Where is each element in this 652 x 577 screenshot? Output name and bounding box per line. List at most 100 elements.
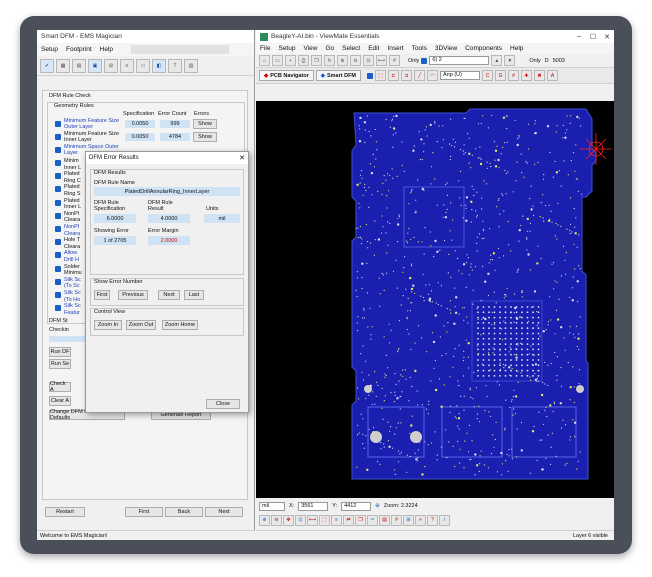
rule-name[interactable]: Plated	[64, 171, 80, 178]
menu-setup[interactable]: Setup	[278, 45, 296, 52]
component-icon[interactable]: ⊐	[401, 70, 413, 81]
menu-view[interactable]: View	[303, 45, 318, 52]
rule-checkbox[interactable]	[55, 226, 61, 232]
nav-first-button[interactable]: First	[94, 290, 110, 300]
rule-checkbox[interactable]	[55, 278, 61, 285]
rule-name[interactable]: NonPl	[64, 210, 79, 217]
rule-checkbox[interactable]	[55, 160, 61, 166]
nav-last-button[interactable]: Last	[184, 290, 204, 300]
dfm-tool-icon[interactable]: ◧	[152, 58, 166, 73]
menu-footprint[interactable]: Footprint	[66, 46, 92, 53]
first-button[interactable]: First	[125, 507, 163, 517]
copy-icon[interactable]: ❐	[311, 55, 322, 66]
zoom-icon[interactable]: ⊕	[337, 55, 348, 66]
rule-name[interactable]: (To Ho	[64, 296, 81, 303]
rule-checkbox[interactable]	[55, 134, 61, 140]
minimize-icon[interactable]: –	[577, 32, 581, 40]
copy-icon[interactable]: ❐	[355, 514, 366, 526]
menu-setup[interactable]: Setup	[41, 46, 58, 53]
pan-icon[interactable]: ✥	[283, 514, 294, 526]
g-icon[interactable]: G	[495, 70, 507, 81]
panel-tool-icon[interactable]: ▭	[136, 58, 150, 73]
board-tool-icon[interactable]: ▤	[72, 58, 86, 73]
close-icon[interactable]: ✕	[604, 33, 610, 41]
rule-checkbox[interactable]	[55, 212, 61, 219]
rule-name[interactable]: Plated	[64, 197, 80, 204]
zoom-out-button[interactable]: Zoom Out	[126, 320, 156, 330]
menu-3dview[interactable]: 3DView	[434, 45, 458, 52]
cross-icon[interactable]: ✖	[534, 70, 546, 81]
rule-name[interactable]: Minimu	[64, 270, 82, 277]
restart-button[interactable]: Restart	[45, 507, 85, 517]
menu-edit[interactable]: Edit	[368, 45, 380, 52]
text-tool-icon[interactable]: T	[168, 58, 182, 73]
rule-name[interactable]: Cleara	[64, 243, 81, 250]
rule-name[interactable]: Silk Sc	[64, 303, 81, 310]
rule-name[interactable]: Cleara	[64, 230, 81, 237]
info-icon[interactable]: i	[439, 514, 450, 526]
clear-all-button[interactable]: Clear A	[49, 396, 71, 406]
select-icon[interactable]: ⬚	[375, 70, 387, 81]
rule-name[interactable]: Ring C	[64, 177, 81, 184]
rule-checkbox[interactable]	[55, 265, 61, 272]
layer-icon[interactable]: ≡	[331, 514, 342, 526]
plus-icon[interactable]: ✚	[521, 70, 533, 81]
fit-icon[interactable]: ⊡	[363, 55, 374, 66]
hash-icon[interactable]: #	[508, 70, 520, 81]
measure-icon[interactable]: ⟷	[307, 514, 318, 526]
back-button[interactable]: Back	[165, 507, 203, 517]
rule-name[interactable]: Drill H	[64, 257, 79, 263]
rule-checkbox[interactable]	[55, 173, 61, 180]
pcb-navigator-tab[interactable]: ◆ PCB Navigator	[259, 70, 314, 81]
rule-show-button[interactable]: Show	[193, 119, 217, 129]
layer-up-icon[interactable]: ▲	[491, 55, 503, 66]
rule-name[interactable]: Allow	[64, 250, 78, 257]
run-selected-button[interactable]: Run Se	[49, 359, 71, 369]
run-dfm-button[interactable]: Run DF	[49, 347, 71, 357]
menu-insert[interactable]: Insert	[387, 45, 404, 52]
rule-name[interactable]: Minim	[64, 158, 79, 164]
rule-checkbox[interactable]	[55, 121, 61, 127]
unit-select[interactable]: mil	[259, 501, 285, 511]
print-icon[interactable]: ⎙	[298, 55, 309, 66]
arc-icon[interactable]: ◠	[427, 70, 439, 81]
layer-select[interactable]: 6) 2	[429, 56, 490, 65]
flip-icon[interactable]: ⇄	[343, 514, 354, 526]
refresh-icon[interactable]: ↻	[324, 55, 335, 66]
chip-tool-icon[interactable]: ▣	[88, 58, 102, 73]
zoom-home-button[interactable]: Zoom Home	[162, 320, 198, 330]
amp-select[interactable]: Anp (U)	[440, 71, 481, 80]
rule-name[interactable]: Ring S	[64, 191, 81, 197]
menu-select[interactable]: Select	[342, 45, 361, 52]
pin-tool-icon[interactable]: ⊞	[104, 58, 118, 73]
zoom-out-icon[interactable]: ⊖	[271, 514, 282, 526]
save-icon[interactable]: ▪	[285, 55, 296, 66]
rule-checkbox[interactable]	[55, 186, 61, 193]
grid-icon[interactable]: #	[391, 514, 402, 526]
select-icon[interactable]: ⬚	[319, 514, 330, 526]
grid-icon[interactable]: #	[389, 55, 400, 66]
menu-go[interactable]: Go	[325, 45, 335, 52]
dialog-close-icon[interactable]: ✕	[239, 155, 245, 162]
check-all-button[interactable]: Check A	[49, 381, 71, 393]
rule-name[interactable]: Cleara	[64, 217, 81, 224]
fit-icon[interactable]: ⊡	[295, 514, 306, 526]
zoom-out-icon[interactable]: ⊖	[350, 55, 361, 66]
layer-tool-icon[interactable]: ≡	[120, 58, 134, 73]
rule-checkbox[interactable]	[55, 305, 61, 312]
zoom-in-button[interactable]: Zoom In	[94, 320, 122, 330]
paste-icon[interactable]: ▤	[379, 514, 390, 526]
rule-show-button[interactable]: Show	[193, 132, 217, 142]
measure-icon[interactable]: ⟷	[376, 55, 387, 66]
pcb-canvas[interactable]	[256, 101, 614, 498]
rule-checkbox[interactable]	[55, 199, 61, 206]
next-button[interactable]: Next	[205, 507, 243, 517]
snap-icon[interactable]: ⋄	[415, 514, 426, 526]
check-tool-icon[interactable]: ✔	[40, 58, 54, 73]
dialog-close-button[interactable]: Close	[206, 399, 240, 409]
rule-name[interactable]: Silk Sc	[64, 276, 81, 283]
bom-tool-icon[interactable]: ▥	[184, 58, 198, 73]
ruler-icon[interactable]: ⊞	[403, 514, 414, 526]
nav-previous-button[interactable]: Previous	[118, 290, 148, 300]
rule-name[interactable]: (To Sc	[64, 283, 80, 290]
